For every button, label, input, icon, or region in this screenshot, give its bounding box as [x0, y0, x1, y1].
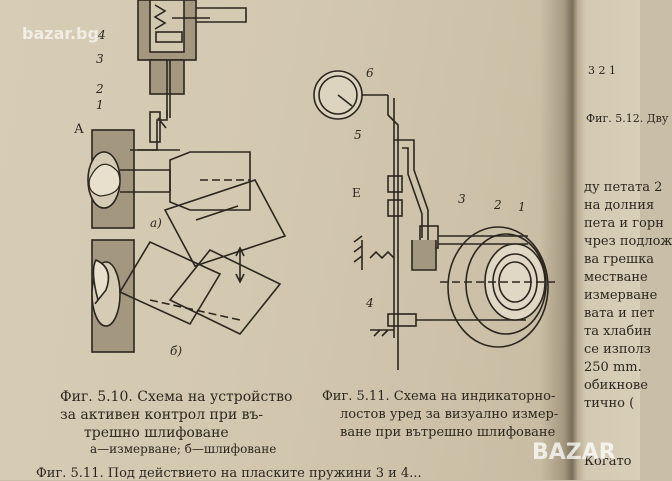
fig511-caption-line3: ване при вътрешно шлифоване — [340, 425, 556, 440]
fig510-spindle-a — [120, 151, 251, 211]
fig512-numbers: 3 2 1 — [588, 64, 616, 77]
fig511-label-6: 6 — [366, 66, 374, 80]
fig511-label-2: 2 — [494, 198, 502, 212]
fig510-caption-line3: трешно шлифоване — [84, 425, 229, 441]
fig511-dial-indicator — [313, 70, 399, 370]
fig510-label-a-big: А — [74, 122, 84, 137]
watermark-bottom: BAZAR — [532, 440, 616, 465]
fig511-caption-line1: Фиг. 5.11. Схема на индикаторно- — [322, 389, 556, 404]
right-line-7: местване — [584, 270, 648, 285]
fig510-housing — [137, 0, 247, 118]
fig511-label-e: Е — [352, 186, 361, 200]
fig510-caption: Фиг. 5.10. Схема на устройство за активе… — [60, 388, 292, 442]
right-line-12: 250 mm. — [584, 360, 642, 375]
fig511-caption-line2: лостов уред за визуално измер- — [340, 407, 559, 422]
fig510-label-1: 1 — [96, 98, 104, 112]
fig510-workpiece-b — [91, 239, 282, 353]
fig510-label-b: б) — [170, 344, 183, 358]
right-line-6: ва грешка — [584, 252, 654, 267]
right-line-11: се използ — [584, 342, 651, 357]
fig511-label-1: 1 — [518, 200, 526, 214]
fig510-caption-line1: Фиг. 5.10. Схема на устройство — [60, 389, 293, 405]
right-line-5: чрез подлож — [584, 234, 672, 249]
fig510-label-a: а) — [150, 216, 162, 230]
fig510-subcaption: а—измерване; б—шлифоване — [90, 442, 277, 456]
right-line-4: пета и горн — [584, 216, 664, 231]
fig511-lever-system — [353, 139, 528, 337]
right-line-2: ду петата 2 — [584, 180, 663, 195]
right-line-8: измерване — [584, 288, 658, 303]
fig510-caption-line2: за активен контрол при въ- — [60, 407, 264, 423]
fig510-label-4: 4 — [98, 28, 106, 42]
fig510-label-2: 2 — [96, 82, 104, 96]
fig510-workpiece-a — [87, 129, 180, 229]
right-line-13: обикнове — [584, 378, 648, 393]
page-bottom-text: Фиг. 5.11. Под действието на пласките пр… — [36, 466, 422, 481]
fig511-label-4: 4 — [366, 296, 374, 310]
right-page: 3 2 1 Фиг. 5.12. Дву ду петата 2 на долн… — [572, 0, 672, 480]
right-line-3: на долния — [584, 198, 655, 213]
fig511-label-3: 3 — [458, 192, 466, 206]
fig511-caption: Фиг. 5.11. Схема на индикаторно- лостов … — [322, 388, 558, 442]
right-line-1: Фиг. 5.12. Дву — [586, 112, 669, 125]
watermark-top: bazar.bg — [22, 24, 99, 43]
right-line-15: Когато — [584, 454, 632, 469]
right-line-10: та хлабин — [584, 324, 652, 339]
fig511-label-5: 5 — [354, 128, 362, 142]
fig510-label-3: 3 — [96, 52, 104, 66]
right-line-14: тично ( — [584, 396, 635, 411]
fig511-workpiece-rings — [440, 226, 555, 348]
technical-drawings — [87, 0, 630, 370]
book-gutter-shadow — [540, 0, 574, 480]
right-line-9: вата и пет — [584, 306, 655, 321]
